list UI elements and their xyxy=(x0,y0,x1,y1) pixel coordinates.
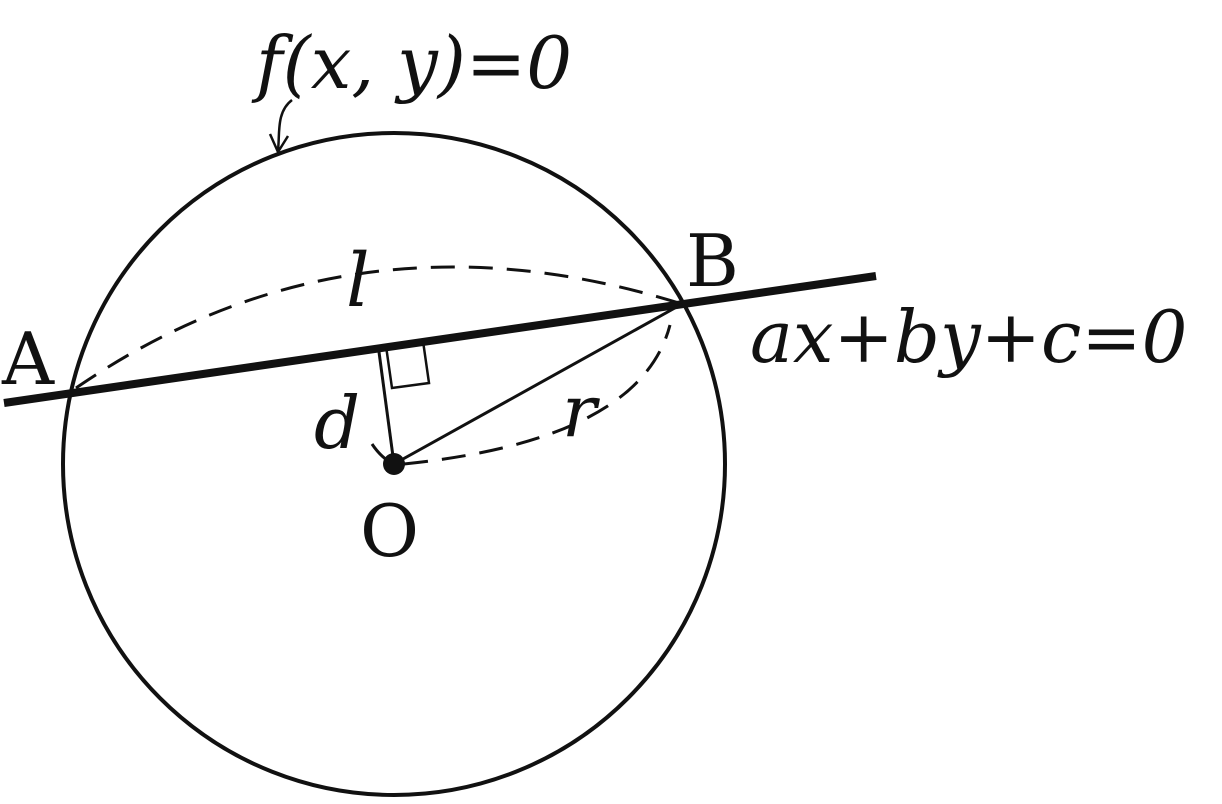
curve-pointer-arrow xyxy=(276,99,293,151)
radius-label: r xyxy=(562,369,600,453)
point-a-label: A xyxy=(1,317,55,401)
center-point xyxy=(383,453,405,475)
point-b-label: B xyxy=(686,219,739,303)
circle-curve xyxy=(61,131,727,797)
distance-label: d xyxy=(314,381,360,465)
chord-length-arc xyxy=(75,265,683,390)
chord-length-label: l xyxy=(346,238,370,324)
curve-pointer-arrowhead xyxy=(268,133,290,155)
secant-line xyxy=(3,272,877,407)
radius-segment xyxy=(393,302,683,466)
radius-arc xyxy=(403,324,672,466)
line-equation-label: ax+by+c=0 xyxy=(750,295,1187,379)
curve-equation-label: f(x, y)=0 xyxy=(251,21,572,105)
distance-segment xyxy=(377,351,396,465)
right-angle-mark xyxy=(384,340,431,390)
point-o-label: O xyxy=(360,489,419,573)
